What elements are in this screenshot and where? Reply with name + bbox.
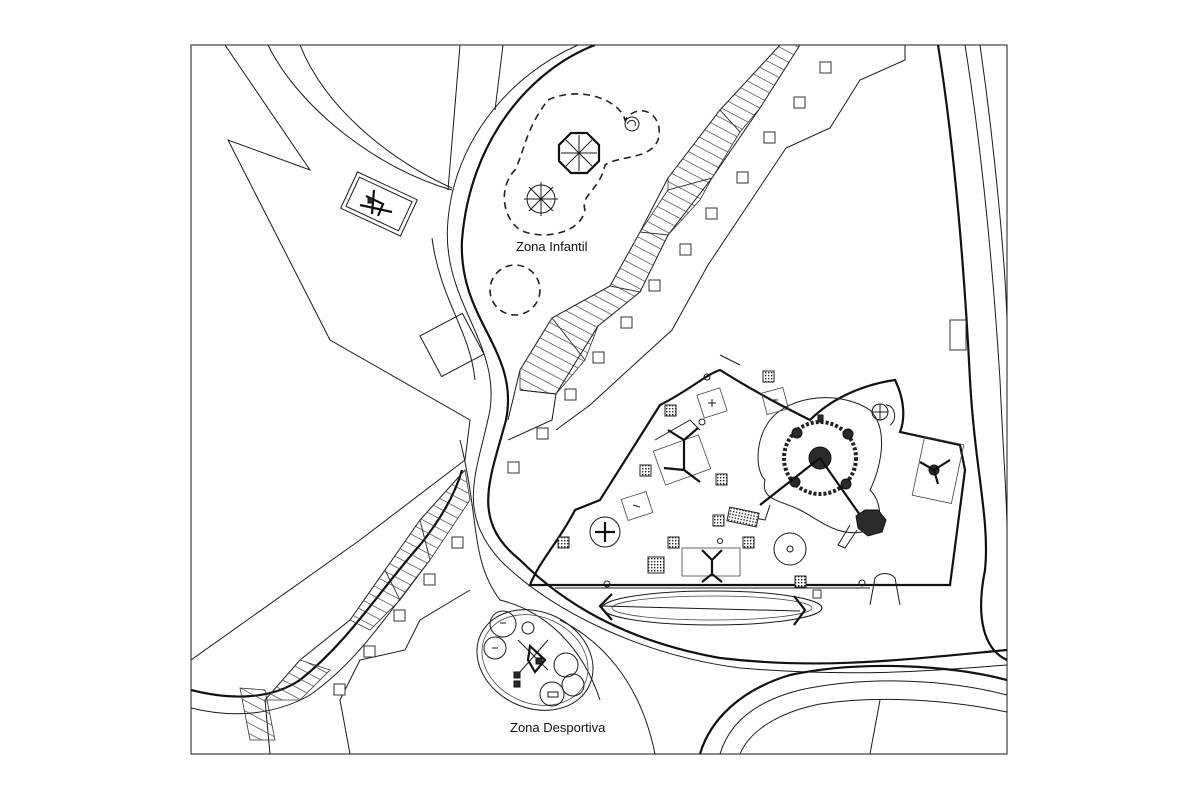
south-west-terraces (239, 469, 471, 754)
tower-cluster (726, 397, 887, 549)
spider-net-structure (524, 182, 558, 216)
small-building (339, 171, 419, 237)
south-east-structure (698, 664, 1007, 754)
fitness-station (517, 639, 549, 674)
central-playground (528, 354, 967, 626)
zona-infantil-area (489, 93, 661, 316)
octagon-play-structure (557, 131, 601, 175)
small-dome (871, 403, 896, 426)
zona-infantil-label: Zona Infantil (516, 239, 588, 254)
zona-desportiva-area (476, 609, 594, 711)
east-road (936, 45, 1007, 662)
spring-rider (624, 116, 640, 132)
terrace-markers (507, 61, 832, 474)
drawing-frame (190, 44, 1008, 755)
zona-desportiva-label: Zona Desportiva (510, 720, 606, 735)
north-terraces (507, 45, 906, 441)
west-parcels (191, 45, 504, 661)
